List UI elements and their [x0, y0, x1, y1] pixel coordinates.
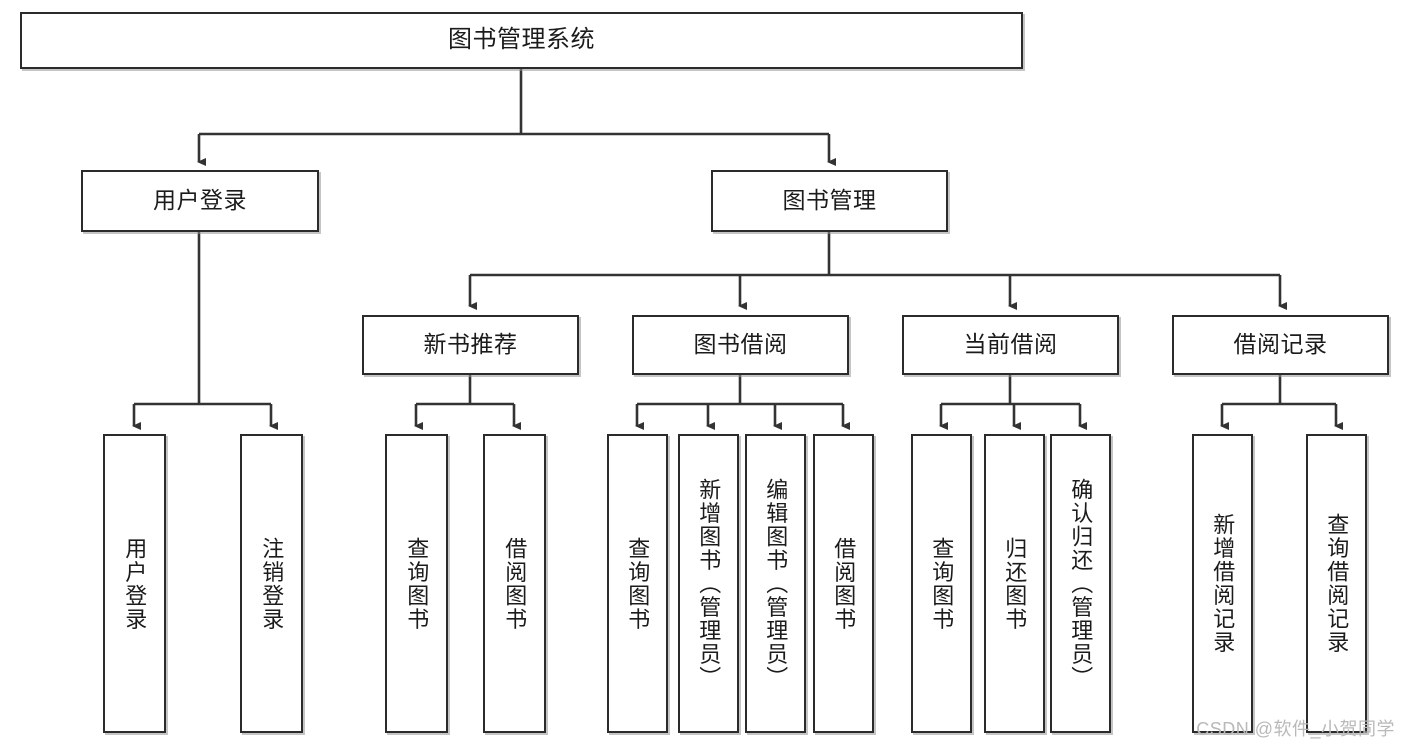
connector-group-book-borrow	[635, 375, 850, 430]
node-label: 归还图书	[1002, 536, 1028, 631]
node-book-management[interactable]: 图书管理	[711, 170, 948, 232]
leaf-confirm-return-admin[interactable]: 确认归还（管理员）	[1050, 434, 1111, 733]
leaf-query-book-newbook[interactable]: 查询图书	[385, 434, 448, 733]
node-label: 用户登录	[153, 187, 247, 214]
connector-group-new-book	[414, 375, 521, 430]
node-label: 新增借阅记录	[1210, 513, 1236, 654]
node-user-login[interactable]: 用户登录	[81, 170, 319, 232]
node-label: 注销登录	[259, 536, 285, 631]
node-label: 用户登录	[122, 536, 148, 631]
connector-group-borrow-record	[1220, 375, 1343, 430]
leaf-add-book-admin[interactable]: 新增图书（管理员）	[678, 434, 739, 733]
leaf-edit-book-admin[interactable]: 编辑图书（管理员）	[745, 434, 806, 733]
node-label: 新书推荐	[423, 331, 518, 358]
leaf-borrow-book[interactable]: 借阅图书	[813, 434, 874, 733]
node-label: 查询图书	[625, 536, 651, 631]
leaf-logout-login[interactable]: 注销登录	[240, 434, 303, 733]
node-label: 图书借阅	[693, 331, 788, 358]
node-borrow-record[interactable]: 借阅记录	[1172, 315, 1389, 375]
node-current-borrow[interactable]: 当前借阅	[902, 315, 1119, 375]
leaf-user-login[interactable]: 用户登录	[103, 434, 166, 733]
node-label: 借阅记录	[1233, 331, 1328, 358]
node-root-system[interactable]: 图书管理系统	[20, 12, 1023, 69]
node-label: 查询借阅记录	[1324, 513, 1350, 654]
connector-group-book-management	[468, 232, 1287, 310]
node-label: 查询图书	[929, 536, 955, 631]
node-label: 查询图书	[404, 536, 430, 631]
node-label: 编辑图书（管理员）	[763, 477, 789, 690]
leaf-query-borrow-record[interactable]: 查询借阅记录	[1306, 434, 1367, 733]
node-label: 借阅图书	[502, 536, 528, 631]
leaf-query-book-current[interactable]: 查询图书	[911, 434, 972, 733]
leaf-query-book-borrow[interactable]: 查询图书	[607, 434, 668, 733]
node-label: 图书管理	[782, 187, 877, 214]
node-new-book-recommend[interactable]: 新书推荐	[362, 315, 579, 375]
node-label: 图书管理系统	[448, 26, 595, 54]
node-book-borrow[interactable]: 图书借阅	[632, 315, 849, 375]
node-label: 确认归还（管理员）	[1068, 477, 1094, 690]
leaf-return-book[interactable]: 归还图书	[984, 434, 1045, 733]
connector-group-user-login	[132, 232, 278, 430]
node-label: 借阅图书	[831, 536, 857, 631]
connector-group-current-borrow	[939, 375, 1087, 430]
leaf-add-borrow-record[interactable]: 新增借阅记录	[1192, 434, 1253, 733]
connector-group-root	[197, 69, 836, 166]
leaf-borrow-book-newbook[interactable]: 借阅图书	[483, 434, 546, 733]
node-label: 当前借阅	[963, 331, 1058, 358]
node-label: 新增图书（管理员）	[696, 477, 722, 690]
